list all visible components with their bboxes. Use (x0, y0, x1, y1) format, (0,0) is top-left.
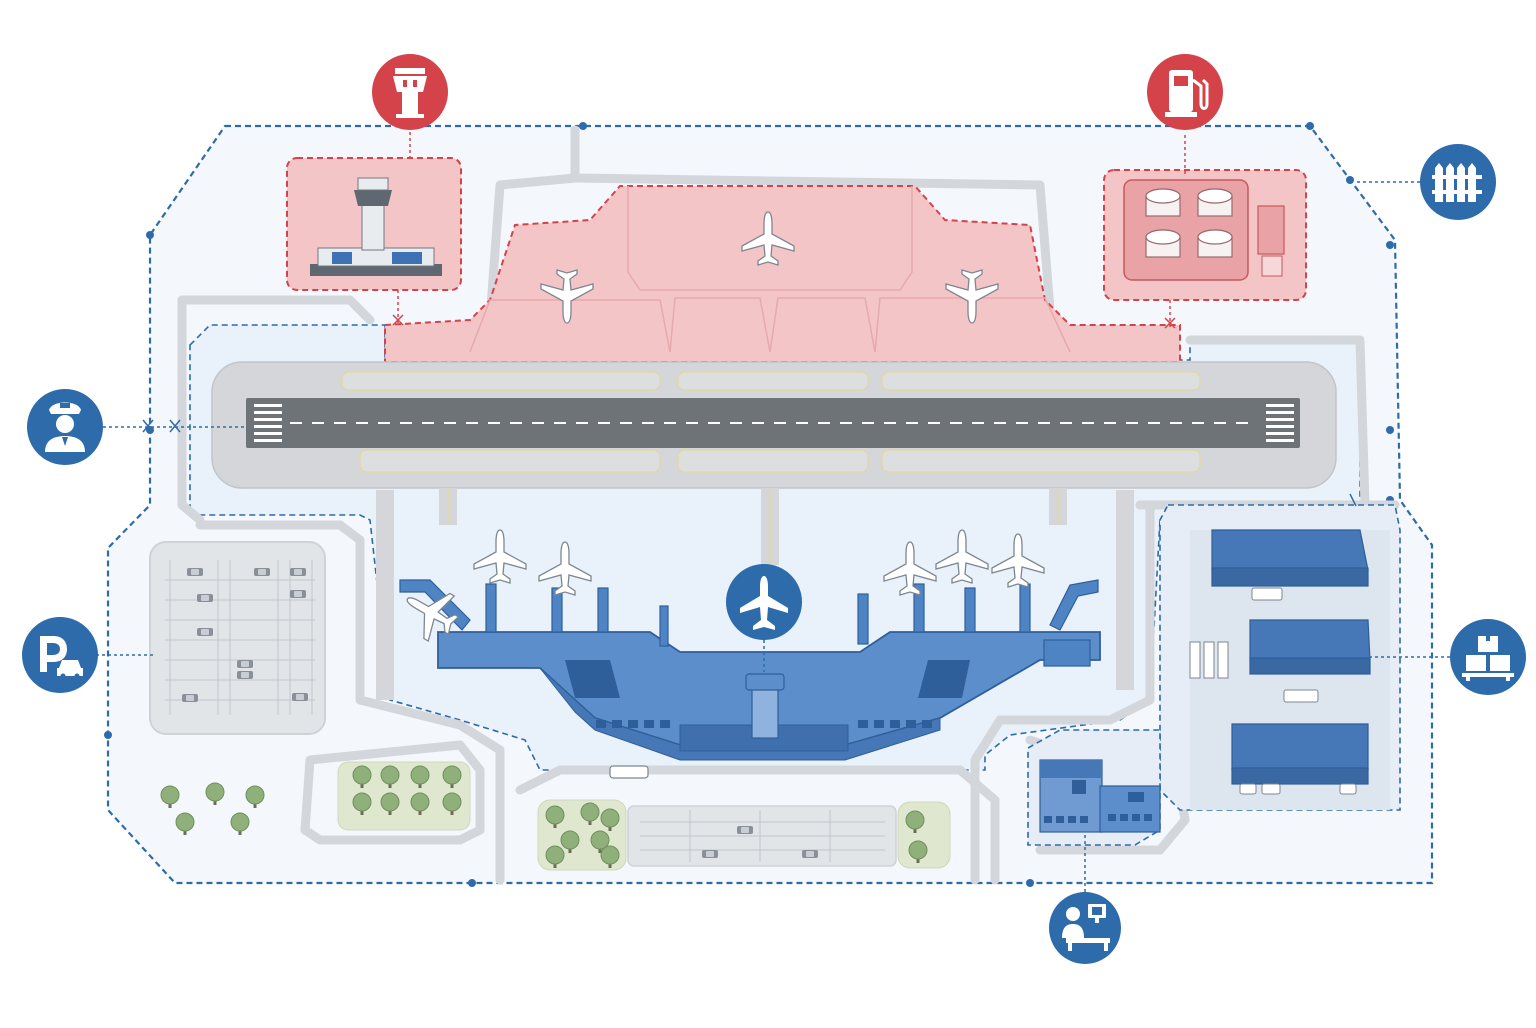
control-tower-zone (286, 126, 462, 326)
leader-lines (90, 181, 1450, 892)
terminal-building (393, 529, 1101, 779)
control-tower-marker[interactable] (372, 54, 448, 130)
fuel-pump-icon (1165, 70, 1209, 117)
runway (246, 398, 1300, 448)
front-parking (627, 805, 897, 867)
perimeter-fence-marker[interactable] (1420, 144, 1496, 220)
security-checkpoint-marker[interactable] (27, 389, 103, 465)
cargo-zone (1159, 504, 1401, 811)
control-tower-icon (393, 68, 427, 118)
green-areas (160, 761, 951, 871)
airplane-icon (740, 576, 788, 630)
parking-lot (149, 541, 326, 735)
admin-office-zone (1027, 729, 1161, 846)
terminal-marker[interactable] (726, 564, 802, 640)
parking-marker[interactable] (22, 617, 98, 693)
security-officer-icon (45, 402, 85, 452)
parking-car-icon (40, 636, 83, 679)
cargo-boxes-icon (1462, 636, 1514, 681)
restricted-apron (384, 185, 1181, 363)
fuel-farm-zone (1103, 135, 1307, 329)
office-worker-icon (1062, 904, 1110, 951)
cargo-marker[interactable] (1450, 619, 1526, 695)
fuel-farm-marker[interactable] (1147, 54, 1223, 130)
admin-office-marker[interactable] (1049, 892, 1121, 964)
fence-icon (1432, 163, 1482, 202)
